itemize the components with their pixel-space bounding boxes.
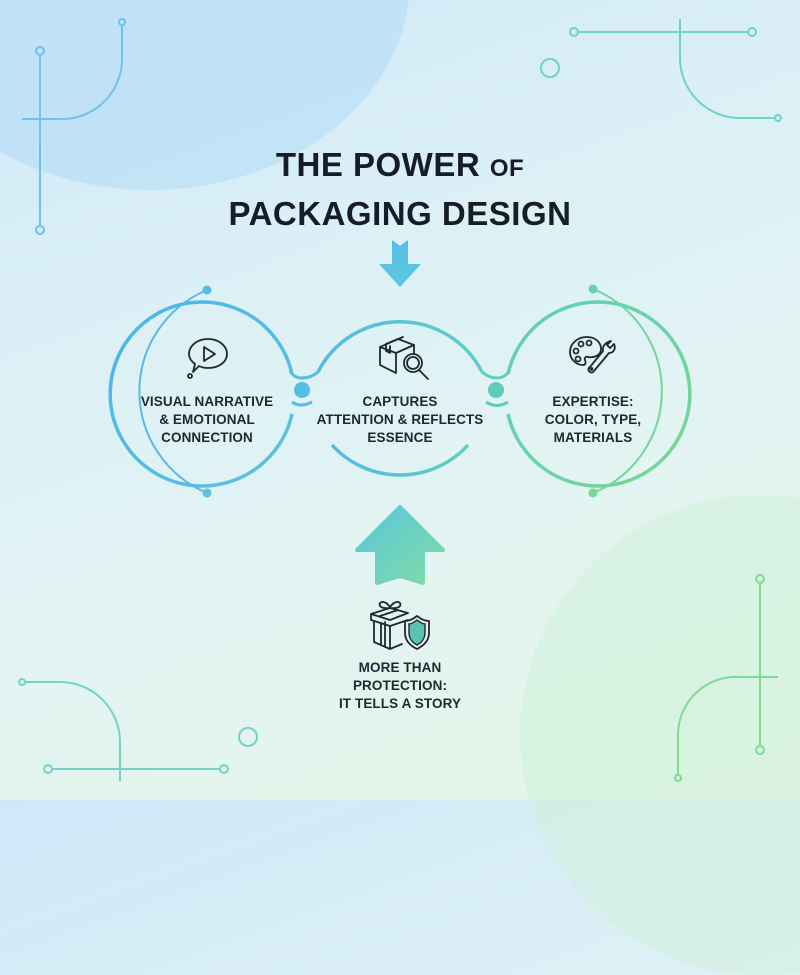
title-line-1: THE POWER OF: [0, 143, 800, 191]
label-line: MORE THAN: [358, 660, 442, 675]
node-label-visual-narrative: VISUAL NARRATIVE & EMOTIONAL CONNECTION: [107, 393, 307, 447]
decorative-corner-lines: [18, 18, 782, 782]
bottom-label-more-than-protection: MORE THAN PROTECTION: IT TELLS A STORY: [300, 659, 500, 713]
outer-arc-left: [138, 289, 208, 494]
connector-left-middle: [288, 369, 319, 407]
palette-wrench-icon: [569, 336, 616, 374]
corner-deco-bottom-left: [18, 678, 258, 781]
label-line: ESSENCE: [367, 430, 433, 445]
circle-expertise: [506, 300, 692, 488]
up-arrow: [355, 505, 445, 585]
gift-shield-icon: [370, 601, 430, 650]
label-line: COLOR, TYPE,: [544, 412, 642, 427]
corner-deco-top-left: [22, 18, 126, 235]
box-magnifier-icon: [379, 336, 429, 380]
label-line: VISUAL NARRATIVE: [140, 394, 274, 409]
label-line: PROTECTION:: [352, 678, 448, 693]
title-of: OF: [489, 155, 525, 182]
label-line: & EMOTIONAL: [159, 412, 255, 427]
label-line: MATERIALS: [553, 430, 633, 445]
connector-middle-right: [481, 369, 512, 407]
node-label-captures-attention: CAPTURES ATTENTION & REFLECTS ESSENCE: [300, 393, 500, 447]
label-line: CONNECTION: [161, 430, 253, 445]
down-arrow: [379, 240, 421, 287]
outer-arc-right: [592, 288, 663, 494]
corner-deco-top-right: [540, 19, 782, 122]
speech-bubble-play-icon: [187, 338, 228, 379]
title-line-2: PACKAGING DESIGN: [228, 195, 572, 232]
circle-captures-attention: [316, 319, 484, 477]
label-line: ATTENTION & REFLECTS: [316, 412, 484, 427]
corner-deco-bottom-right: [674, 574, 778, 782]
page-title: THE POWER OF PACKAGING DESIGN: [0, 143, 800, 237]
title-main: THE POWER: [275, 146, 481, 183]
node-label-expertise: EXPERTISE: COLOR, TYPE, MATERIALS: [493, 393, 693, 447]
label-line: EXPERTISE:: [552, 394, 634, 409]
circle-visual-narrative: [108, 300, 294, 488]
label-line: CAPTURES: [362, 394, 438, 409]
label-line: IT TELLS A STORY: [338, 696, 462, 711]
diagram: [108, 240, 692, 585]
